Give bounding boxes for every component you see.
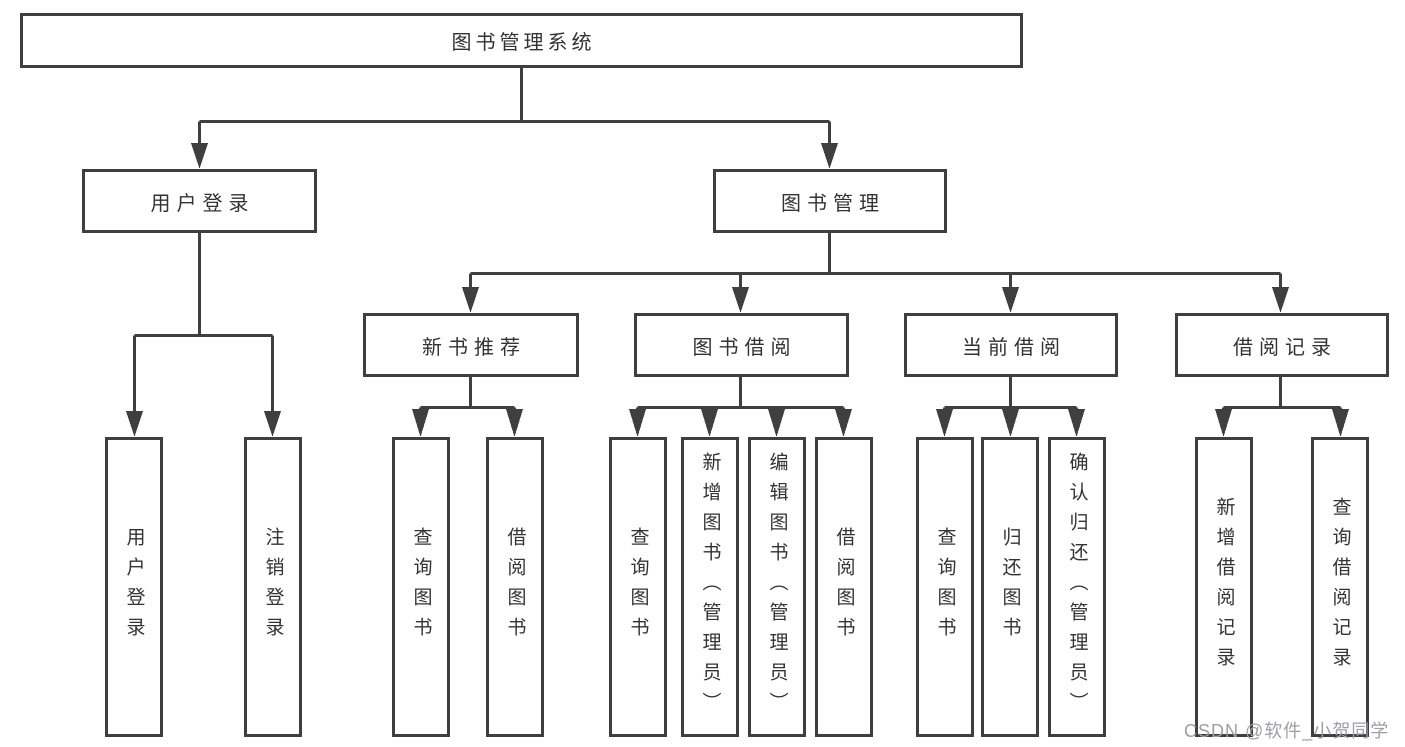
leaf-query-books-borrow: 查询图书 [609,437,667,737]
leaf-query-borrow-record: 查询借阅记录 [1311,437,1369,737]
node-user-login: 用户登录 [82,169,317,233]
leaf-query-books-recommend: 查询图书 [392,437,450,737]
csdn-watermark: CSDN @软件_小贺同学 [1184,721,1390,741]
leaf-borrow-books: 借阅图书 [815,437,873,737]
leaf-logout: 注销登录 [244,437,302,737]
node-current-borrowing: 当前借阅 [904,313,1118,377]
node-library-management-system: 图书管理系统 [20,13,1023,68]
leaf-borrow-books-recommend: 借阅图书 [486,437,544,737]
leaf-return-books: 归还图书 [981,437,1039,737]
leaf-confirm-return-admin: 确认归还（管理员） [1048,437,1106,737]
node-book-borrowing: 图书借阅 [634,313,849,377]
node-new-book-recommend: 新书推荐 [363,313,579,377]
leaf-query-books-current: 查询图书 [916,437,974,737]
node-book-management: 图书管理 [713,169,947,233]
leaf-add-books-admin: 新增图书（管理员） [681,437,739,737]
leaf-add-borrow-record: 新增借阅记录 [1195,437,1253,737]
node-borrowing-records: 借阅记录 [1175,313,1389,377]
leaf-edit-books-admin: 编辑图书（管理员） [748,437,806,737]
leaf-user-login: 用户登录 [105,437,163,737]
